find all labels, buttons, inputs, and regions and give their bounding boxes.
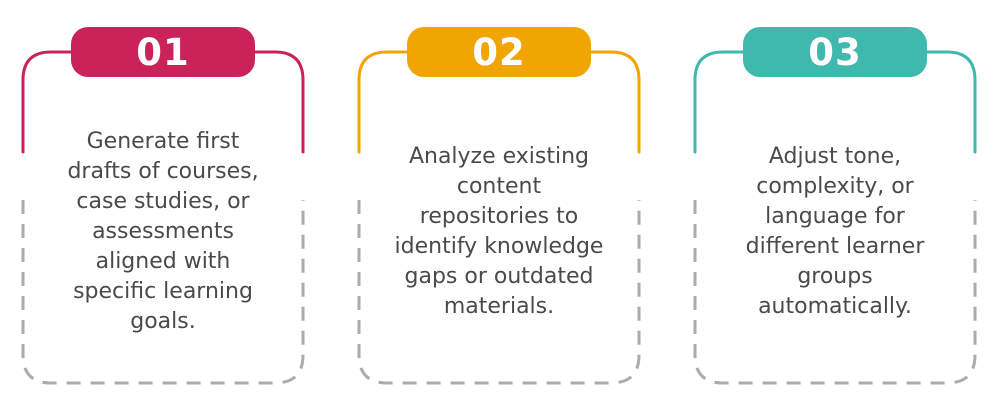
step-number-badge-1: 01 [71, 27, 255, 77]
step-card-2: 02 Analyze existing content repositories… [356, 0, 642, 400]
step-description-3: Adjust tone, complexity, or language for… [745, 143, 925, 319]
step-number-badge-2: 02 [407, 27, 591, 77]
card-border-dashed-2 [357, 200, 641, 385]
steps-infographic: 01 Generate first drafts of courses, cas… [20, 0, 978, 400]
step-card-1: 01 Generate first drafts of courses, cas… [20, 0, 306, 400]
step-description-1: Generate first drafts of courses, case s… [67, 128, 259, 334]
step-description-2: Analyze existing content repositories to… [394, 143, 604, 319]
step-card-3: 03 Adjust tone, complexity, or language … [692, 0, 978, 400]
step-number-badge-3: 03 [743, 27, 927, 77]
card-border-dashed-1 [21, 200, 305, 385]
card-border-dashed-3 [693, 200, 977, 385]
